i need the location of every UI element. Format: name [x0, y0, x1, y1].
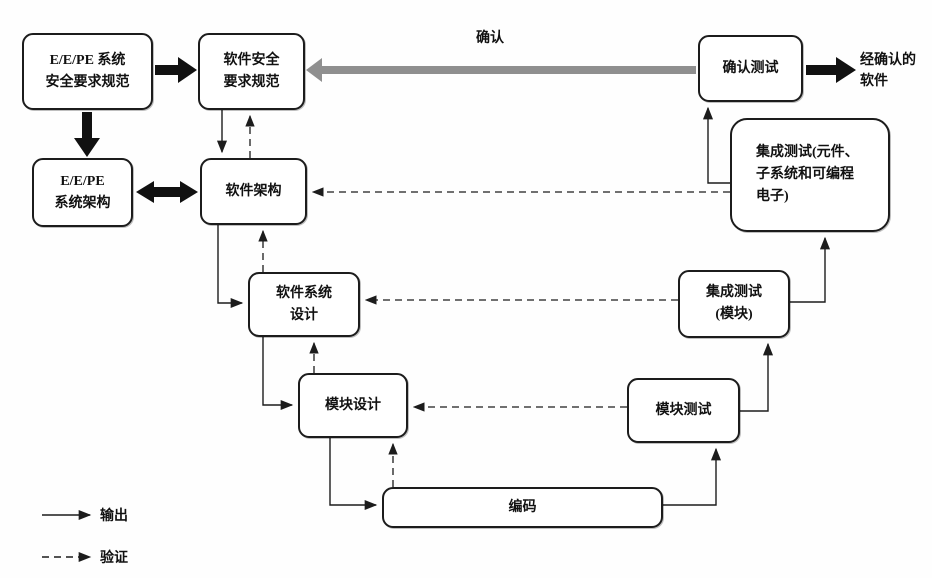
arrow-validation-test-to-validated-software — [806, 57, 856, 83]
validated-software-label: 经确认的 软件 — [860, 53, 916, 89]
arrow-eepe-arch-sw-arch-bidirectional — [136, 181, 198, 203]
verification-edges — [245, 114, 730, 487]
edge-sw-sys-design-to-module-design — [262, 337, 294, 411]
edge-coding-to-module-test — [663, 447, 722, 506]
output-edges — [216, 106, 831, 511]
node-eepe-system-safety-requirements: E/E/PE 系统 安全要求规范 — [22, 33, 153, 110]
legend-arrows — [42, 509, 92, 563]
edge-int-test-components-to-validation-test — [702, 106, 730, 184]
confirm-arrow-label: 确认 — [476, 31, 504, 46]
gray-confirm-arrow — [306, 58, 696, 82]
node-integration-test-components: 集成测试(元件、 子系统和可编程 电子) — [730, 118, 890, 232]
node-eepe-system-architecture: E/E/PE 系统架构 — [32, 158, 133, 227]
legend-verify-label: 验证 — [100, 551, 128, 566]
node-software-system-design: 软件系统 设计 — [248, 272, 360, 337]
arrow-eepe-srs-to-eepe-arch — [74, 112, 100, 157]
node-module-design: 模块设计 — [298, 373, 408, 438]
edge-sw-arch-to-sw-sys-design — [217, 225, 244, 309]
legend-output-label: 输出 — [100, 509, 128, 524]
edge-module-test-to-int-test-module — [740, 342, 774, 412]
thick-output-arrows — [74, 57, 856, 203]
arrow-eepe-srs-to-sw-srs — [155, 57, 197, 83]
node-software-architecture: 软件架构 — [200, 158, 307, 225]
node-module-test: 模块测试 — [627, 378, 740, 443]
edge-module-design-to-coding — [329, 438, 378, 511]
edge-int-test-module-to-int-test-components — [790, 236, 831, 303]
node-integration-test-module: 集成测试 (模块) — [678, 270, 790, 338]
node-validation-test: 确认测试 — [698, 35, 803, 102]
node-coding: 编码 — [382, 487, 663, 528]
node-software-safety-requirements: 软件安全 要求规范 — [198, 33, 305, 110]
